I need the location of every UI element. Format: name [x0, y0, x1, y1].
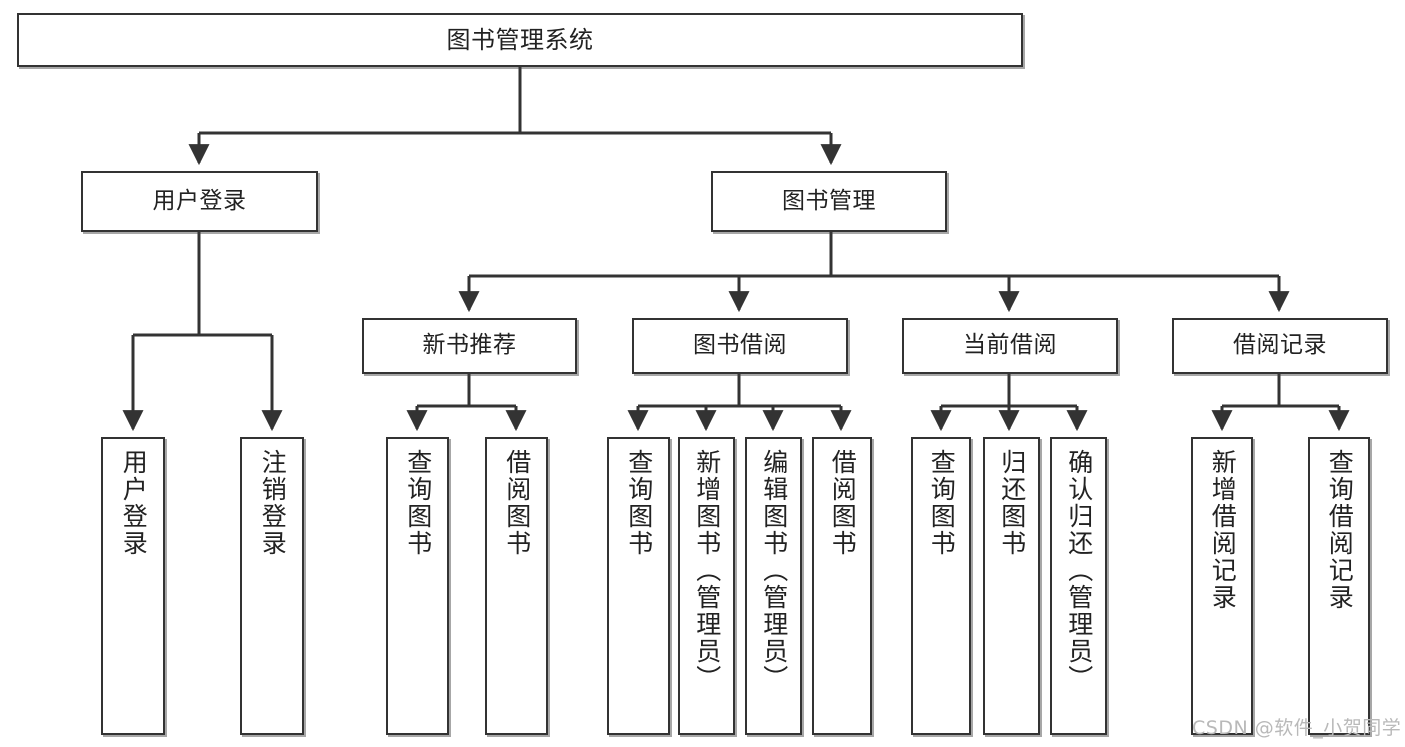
- node-label: 图书管理系统: [446, 25, 594, 54]
- leaf-recommend-query-book[interactable]: 查询图书: [386, 437, 449, 735]
- leaf-recommend-borrow-book[interactable]: 借阅图书: [485, 437, 548, 735]
- node-label: 借阅图书: [828, 449, 858, 557]
- node-borrow-record[interactable]: 借阅记录: [1172, 318, 1388, 374]
- leaf-borrow-edit-book-admin[interactable]: 编辑图书（管理员）: [745, 437, 802, 735]
- node-label: 用户登录: [152, 187, 247, 214]
- node-label: 归还图书: [997, 449, 1027, 557]
- node-label: 借阅图书: [502, 449, 532, 557]
- node-label: 借阅记录: [1233, 332, 1327, 359]
- node-label: 新书推荐: [422, 332, 517, 359]
- node-label: 查询图书: [403, 449, 433, 557]
- node-book-management[interactable]: 图书管理: [711, 171, 947, 232]
- node-label: 编辑图书（管理员）: [759, 449, 789, 692]
- node-label: 查询图书: [927, 449, 957, 557]
- watermark-text: CSDN @软件_小贺同学: [1192, 717, 1402, 739]
- leaf-current-query-book[interactable]: 查询图书: [911, 437, 971, 735]
- node-label: 图书管理: [782, 187, 876, 214]
- node-user-login[interactable]: 用户登录: [81, 171, 318, 232]
- leaf-borrow-borrow-book[interactable]: 借阅图书: [812, 437, 872, 735]
- node-new-book-recommend[interactable]: 新书推荐: [362, 318, 577, 374]
- leaf-current-confirm-return-admin[interactable]: 确认归还（管理员）: [1050, 437, 1107, 735]
- node-label: 图书借阅: [693, 332, 787, 359]
- leaf-current-return-book[interactable]: 归还图书: [983, 437, 1040, 735]
- node-label: 确认归还（管理员）: [1064, 449, 1094, 692]
- node-label: 注销登录: [258, 449, 288, 557]
- node-label: 新增借阅记录: [1208, 449, 1238, 611]
- leaf-record-add-record[interactable]: 新增借阅记录: [1191, 437, 1253, 735]
- node-current-borrow[interactable]: 当前借阅: [902, 318, 1118, 374]
- node-book-borrow[interactable]: 图书借阅: [632, 318, 848, 374]
- leaf-user-login-logout[interactable]: 注销登录: [240, 437, 304, 735]
- node-label: 查询借阅记录: [1325, 449, 1355, 611]
- node-label: 当前借阅: [963, 332, 1057, 359]
- node-label: 用户登录: [119, 449, 149, 557]
- node-root-system[interactable]: 图书管理系统: [17, 13, 1023, 67]
- node-label: 新增图书（管理员）: [692, 449, 722, 692]
- leaf-user-login-signin[interactable]: 用户登录: [101, 437, 165, 735]
- leaf-borrow-query-book[interactable]: 查询图书: [607, 437, 670, 735]
- leaf-record-query-record[interactable]: 查询借阅记录: [1308, 437, 1370, 735]
- node-label: 查询图书: [624, 449, 654, 557]
- leaf-borrow-add-book-admin[interactable]: 新增图书（管理员）: [678, 437, 735, 735]
